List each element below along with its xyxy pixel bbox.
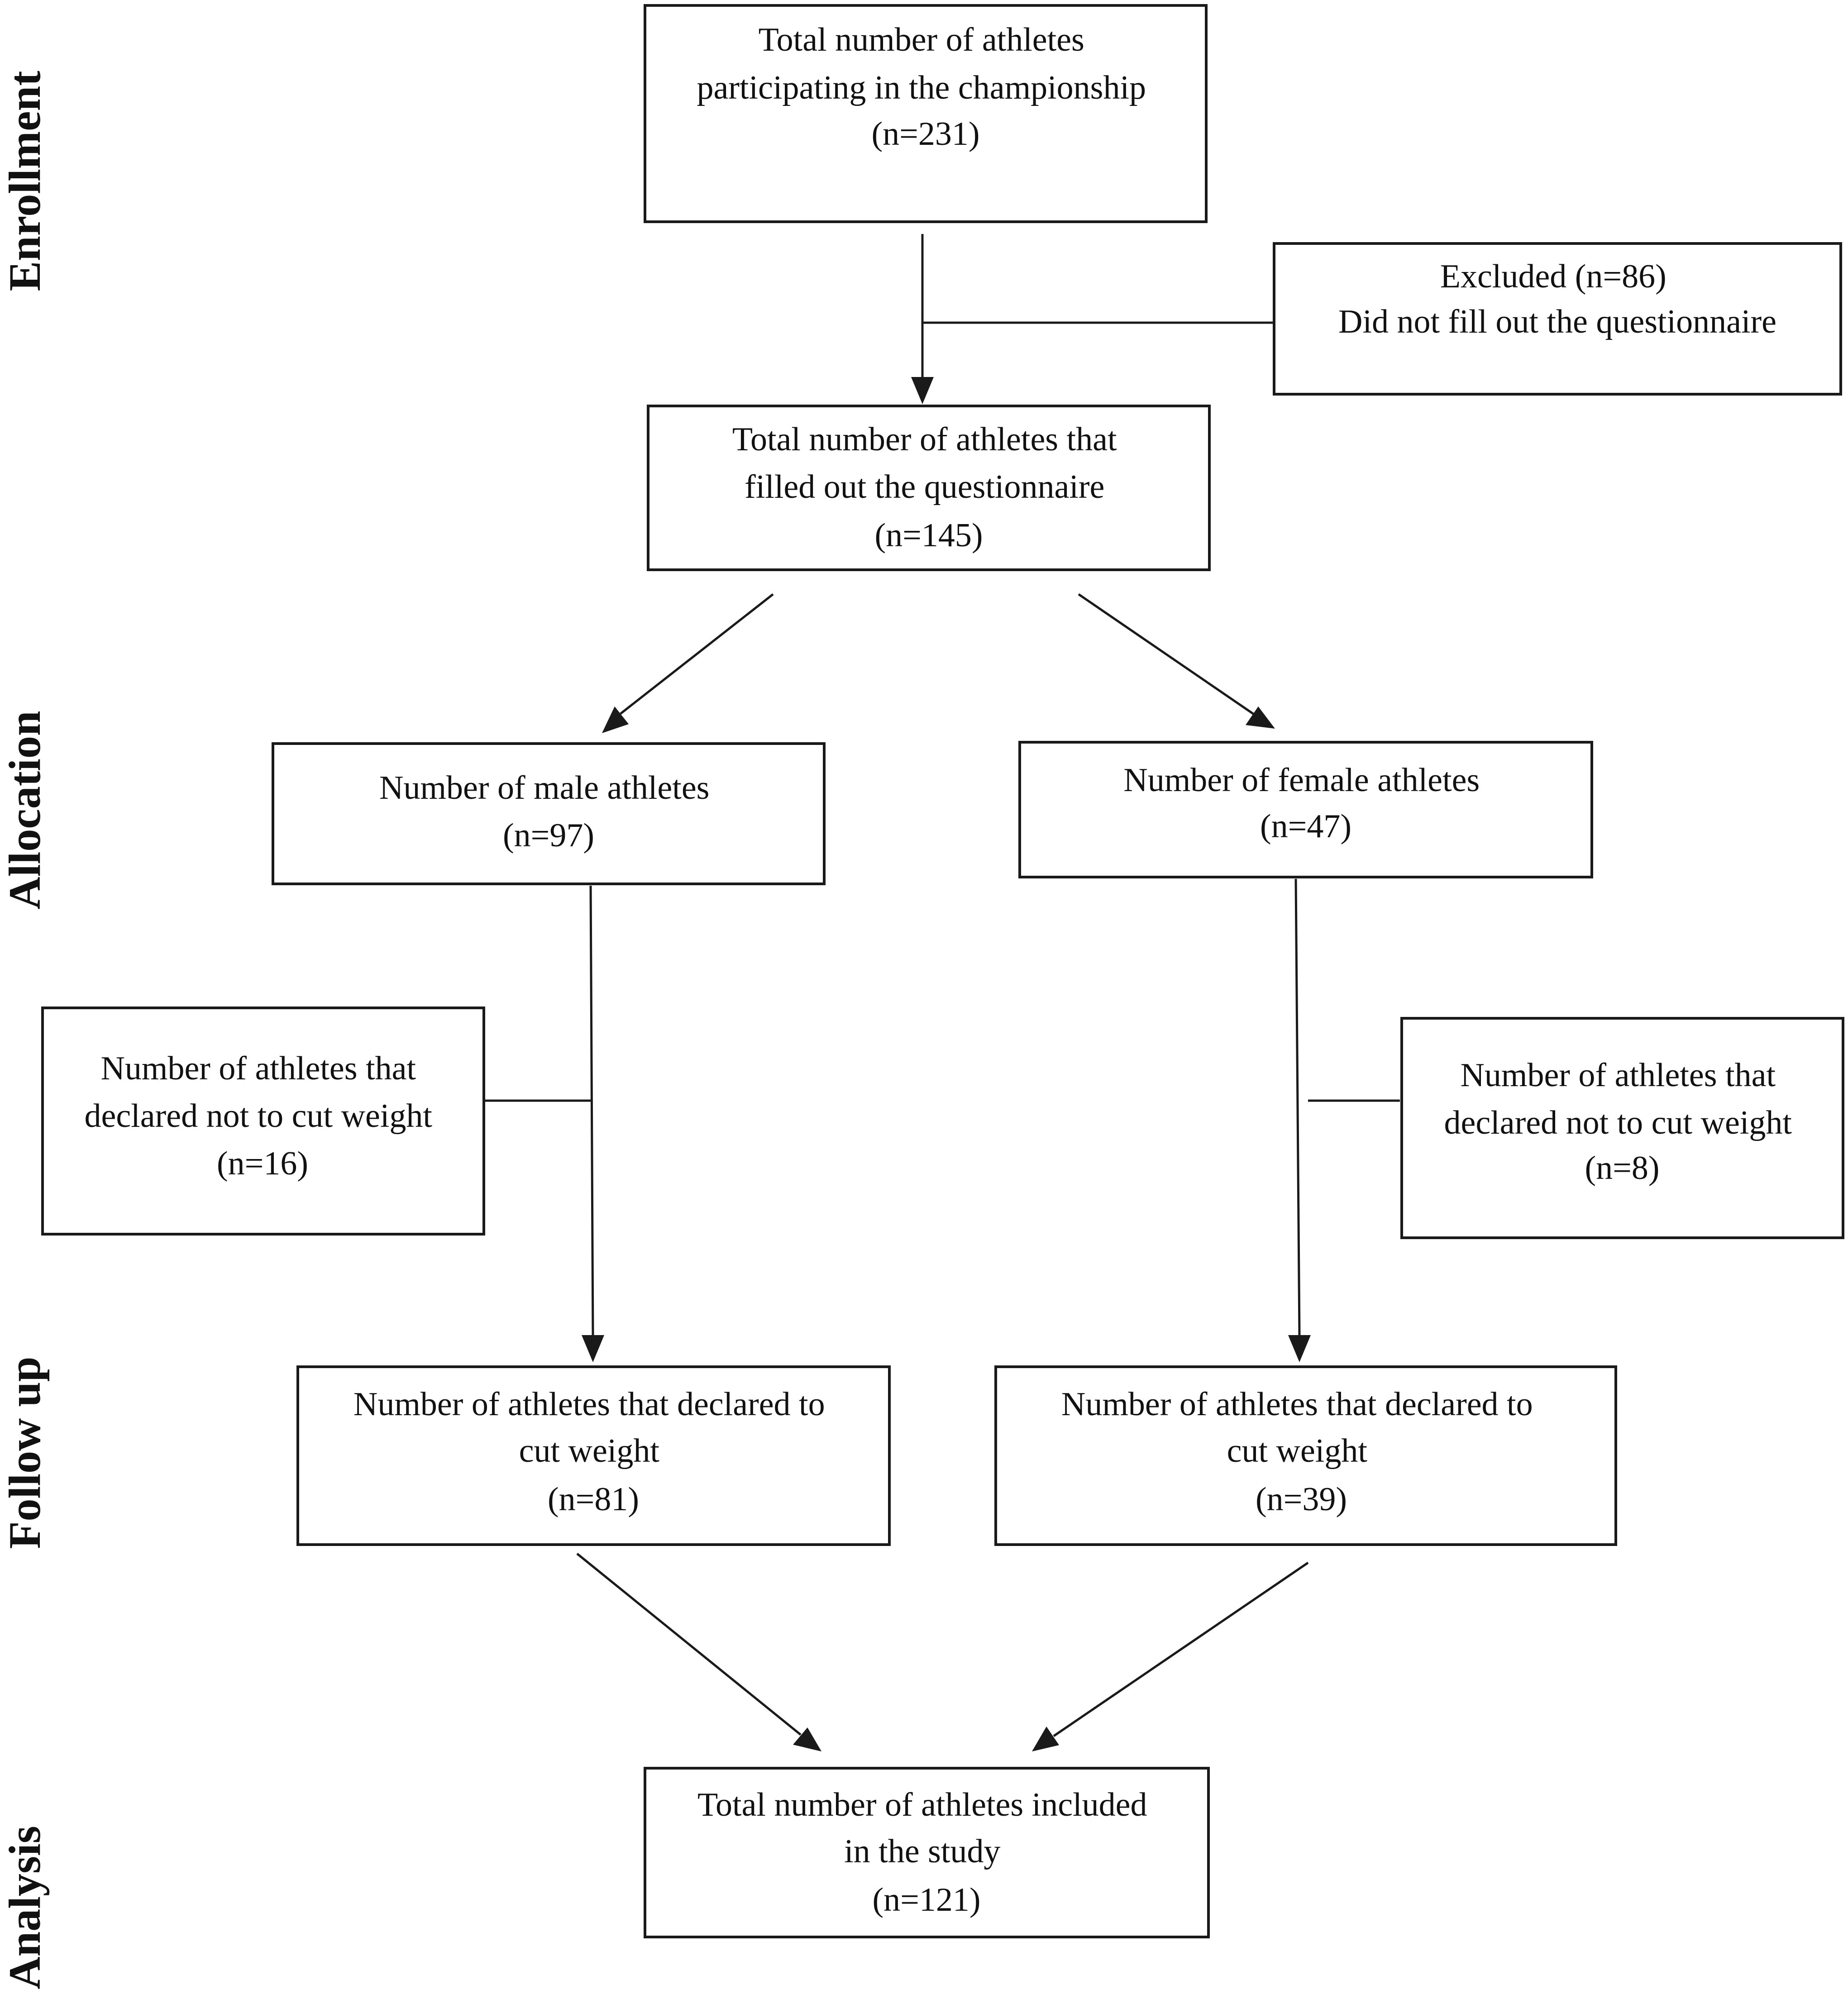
box-male-no-cut-text: Number of athletes that declared not to … [84, 1050, 440, 1182]
phase-label-allocation: Allocation [0, 711, 50, 910]
connector-female-cut-to-included [1053, 1561, 1309, 1737]
box-included [644, 1767, 1210, 1938]
box-male-cut-text: Number of athletes that declared to cut … [353, 1386, 833, 1518]
connector-filled-to-female [1078, 593, 1255, 716]
arrowhead-filled-to-female [1246, 706, 1275, 729]
connector-male-cut-to-included [576, 1553, 802, 1736]
arrowhead-total-to-filled [911, 377, 934, 404]
connector-filled-to-male [620, 593, 774, 715]
box-excluded [1273, 242, 1842, 396]
arrowhead-male-cut-to-included [793, 1727, 821, 1751]
box-male-cut [296, 1365, 891, 1546]
box-male-athletes-text: Number of male athletes (n=97) [379, 769, 718, 854]
box-female-athletes-text: Number of female athletes (n=47) [1123, 762, 1488, 845]
arrowhead-male-to-cut [582, 1335, 604, 1362]
arrowhead-female-cut-to-included [1032, 1727, 1059, 1751]
connector-male-down [589, 885, 594, 1337]
box-male-athletes [272, 742, 826, 885]
arrowhead-filled-to-male [602, 706, 629, 733]
phase-label-analysis: Analysis [0, 1826, 50, 1989]
box-filled-questionnaire-text: Total number of athletes that filled out… [732, 421, 1125, 554]
box-included-text: Total number of athletes included in the… [697, 1786, 1156, 1918]
box-filled-questionnaire [647, 405, 1211, 571]
box-total-participating-text: Total number of athletes participating i… [697, 21, 1154, 153]
box-female-no-cut-text: Number of athletes that declared not to … [1444, 1057, 1800, 1187]
box-female-athletes [1018, 741, 1593, 878]
arrowhead-female-to-cut [1288, 1335, 1311, 1362]
phase-label-enrollment: Enrollment [0, 71, 50, 291]
box-total-participating [644, 4, 1208, 223]
connector-female-down [1294, 878, 1301, 1337]
box-excluded-text: Excluded (n=86) Did not fill out the que… [1338, 258, 1776, 340]
phase-label-follow-up: Follow up [0, 1356, 50, 1549]
box-female-cut-text: Number of athletes that declared to cut … [1061, 1386, 1541, 1518]
box-female-cut [994, 1365, 1617, 1546]
box-male-no-cut [41, 1007, 485, 1236]
box-female-no-cut [1400, 1017, 1844, 1239]
